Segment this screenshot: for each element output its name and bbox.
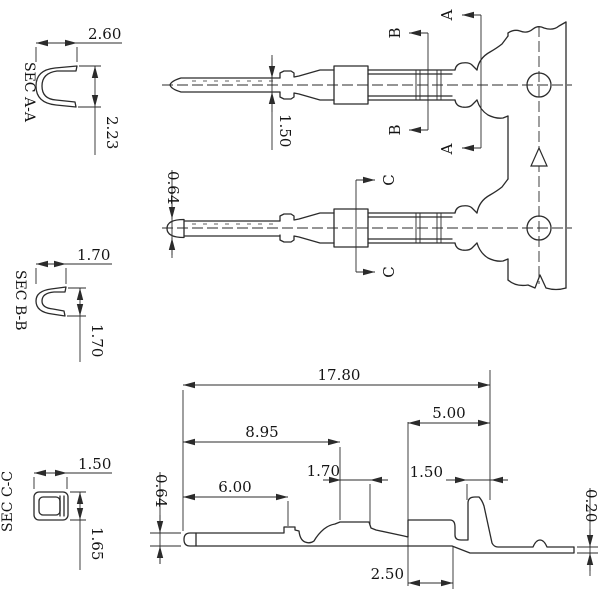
section-cut-lines: A A B B C C: [355, 9, 482, 278]
dim-cc-width-extensions: [33, 477, 68, 489]
terminal-side-view-2: 0.64: [162, 170, 572, 258]
dim-pin-diameter-label: 1.50: [276, 114, 294, 147]
feed-direction-arrow: [530, 146, 548, 167]
cut-label-c-bottom: C: [380, 266, 398, 277]
dim-tip-diameter-label: 0.64: [164, 171, 182, 204]
dim-tip-height-label: 0.64: [152, 474, 170, 507]
section-view-aa: 2.60 2.23 SEC A-A: [21, 25, 122, 155]
section-cc-seam: [59, 495, 65, 517]
dim-strip-thickness-extensions: [577, 546, 598, 554]
dim-contact-label: 8.95: [245, 423, 278, 441]
section-cc-inner: [38, 496, 61, 516]
cut-label-a-top: A: [438, 9, 456, 21]
section-cc-title: SEC C-C: [0, 471, 16, 532]
terminal-side-view-1: 1.50: [162, 55, 572, 150]
dim-aa-width-label: 2.60: [88, 25, 121, 43]
profile-view: 17.80 8.95 5.00 6.00 1.70 1.50 2.50: [150, 366, 600, 589]
dim-cutoff-label: 2.50: [371, 565, 404, 583]
dim-aa-height-label: 2.23: [103, 116, 121, 149]
profile-top-outline: [195, 496, 575, 548]
profile-pin-tip: [183, 532, 197, 547]
dim-bb-width-extensions: [35, 268, 67, 284]
section-aa-profile: [35, 65, 78, 108]
section-bb-profile: [35, 286, 67, 317]
terminal-body-view2: [279, 178, 509, 262]
dim-aa-width-extensions: [35, 47, 78, 62]
dim-cc-width-label: 1.50: [78, 455, 111, 473]
section-bb-title: SEC B-B: [12, 270, 28, 331]
cut-label-b-top: B: [386, 27, 404, 38]
dim-lance-label: 1.50: [410, 463, 443, 481]
cut-label-c-top: C: [380, 174, 398, 185]
dim-pin-length-label: 6.00: [218, 478, 251, 496]
section-view-bb: 1.70 1.70 SEC B-B: [12, 246, 112, 362]
cut-label-b-bottom: B: [386, 124, 404, 135]
profile-bottom-outline: [195, 545, 575, 554]
dim-bb-width-label: 1.70: [77, 246, 110, 264]
pin-view2: [166, 218, 281, 239]
pin-view1: [169, 77, 281, 93]
dim-transition-label: 1.70: [307, 462, 340, 480]
terminal-body: [279, 35, 509, 119]
section-cc-outer: [33, 491, 69, 521]
section-aa-title: SEC A-A: [21, 62, 37, 123]
carrier-strip: [507, 21, 567, 291]
cut-label-a-bottom: A: [438, 143, 456, 155]
carrier-strip-torn-top: [507, 21, 567, 34]
dim-tip-height-extensions: [150, 532, 181, 547]
dim-aa-height-extensions: [78, 65, 101, 108]
dim-overall-label: 17.80: [318, 366, 361, 384]
dim-rear-label: 5.00: [432, 404, 465, 422]
dim-cc-height-label: 1.65: [88, 527, 106, 560]
dim-bb-height-extensions: [67, 287, 86, 317]
dim-cc-height-extensions: [70, 491, 86, 521]
section-view-cc: 1.50 1.65 SEC C-C: [0, 455, 112, 570]
dim-bb-height-label: 1.70: [88, 324, 106, 357]
carrier-strip-torn-bottom: [507, 274, 567, 291]
dim-strip-thickness-label: 0.20: [582, 489, 600, 522]
